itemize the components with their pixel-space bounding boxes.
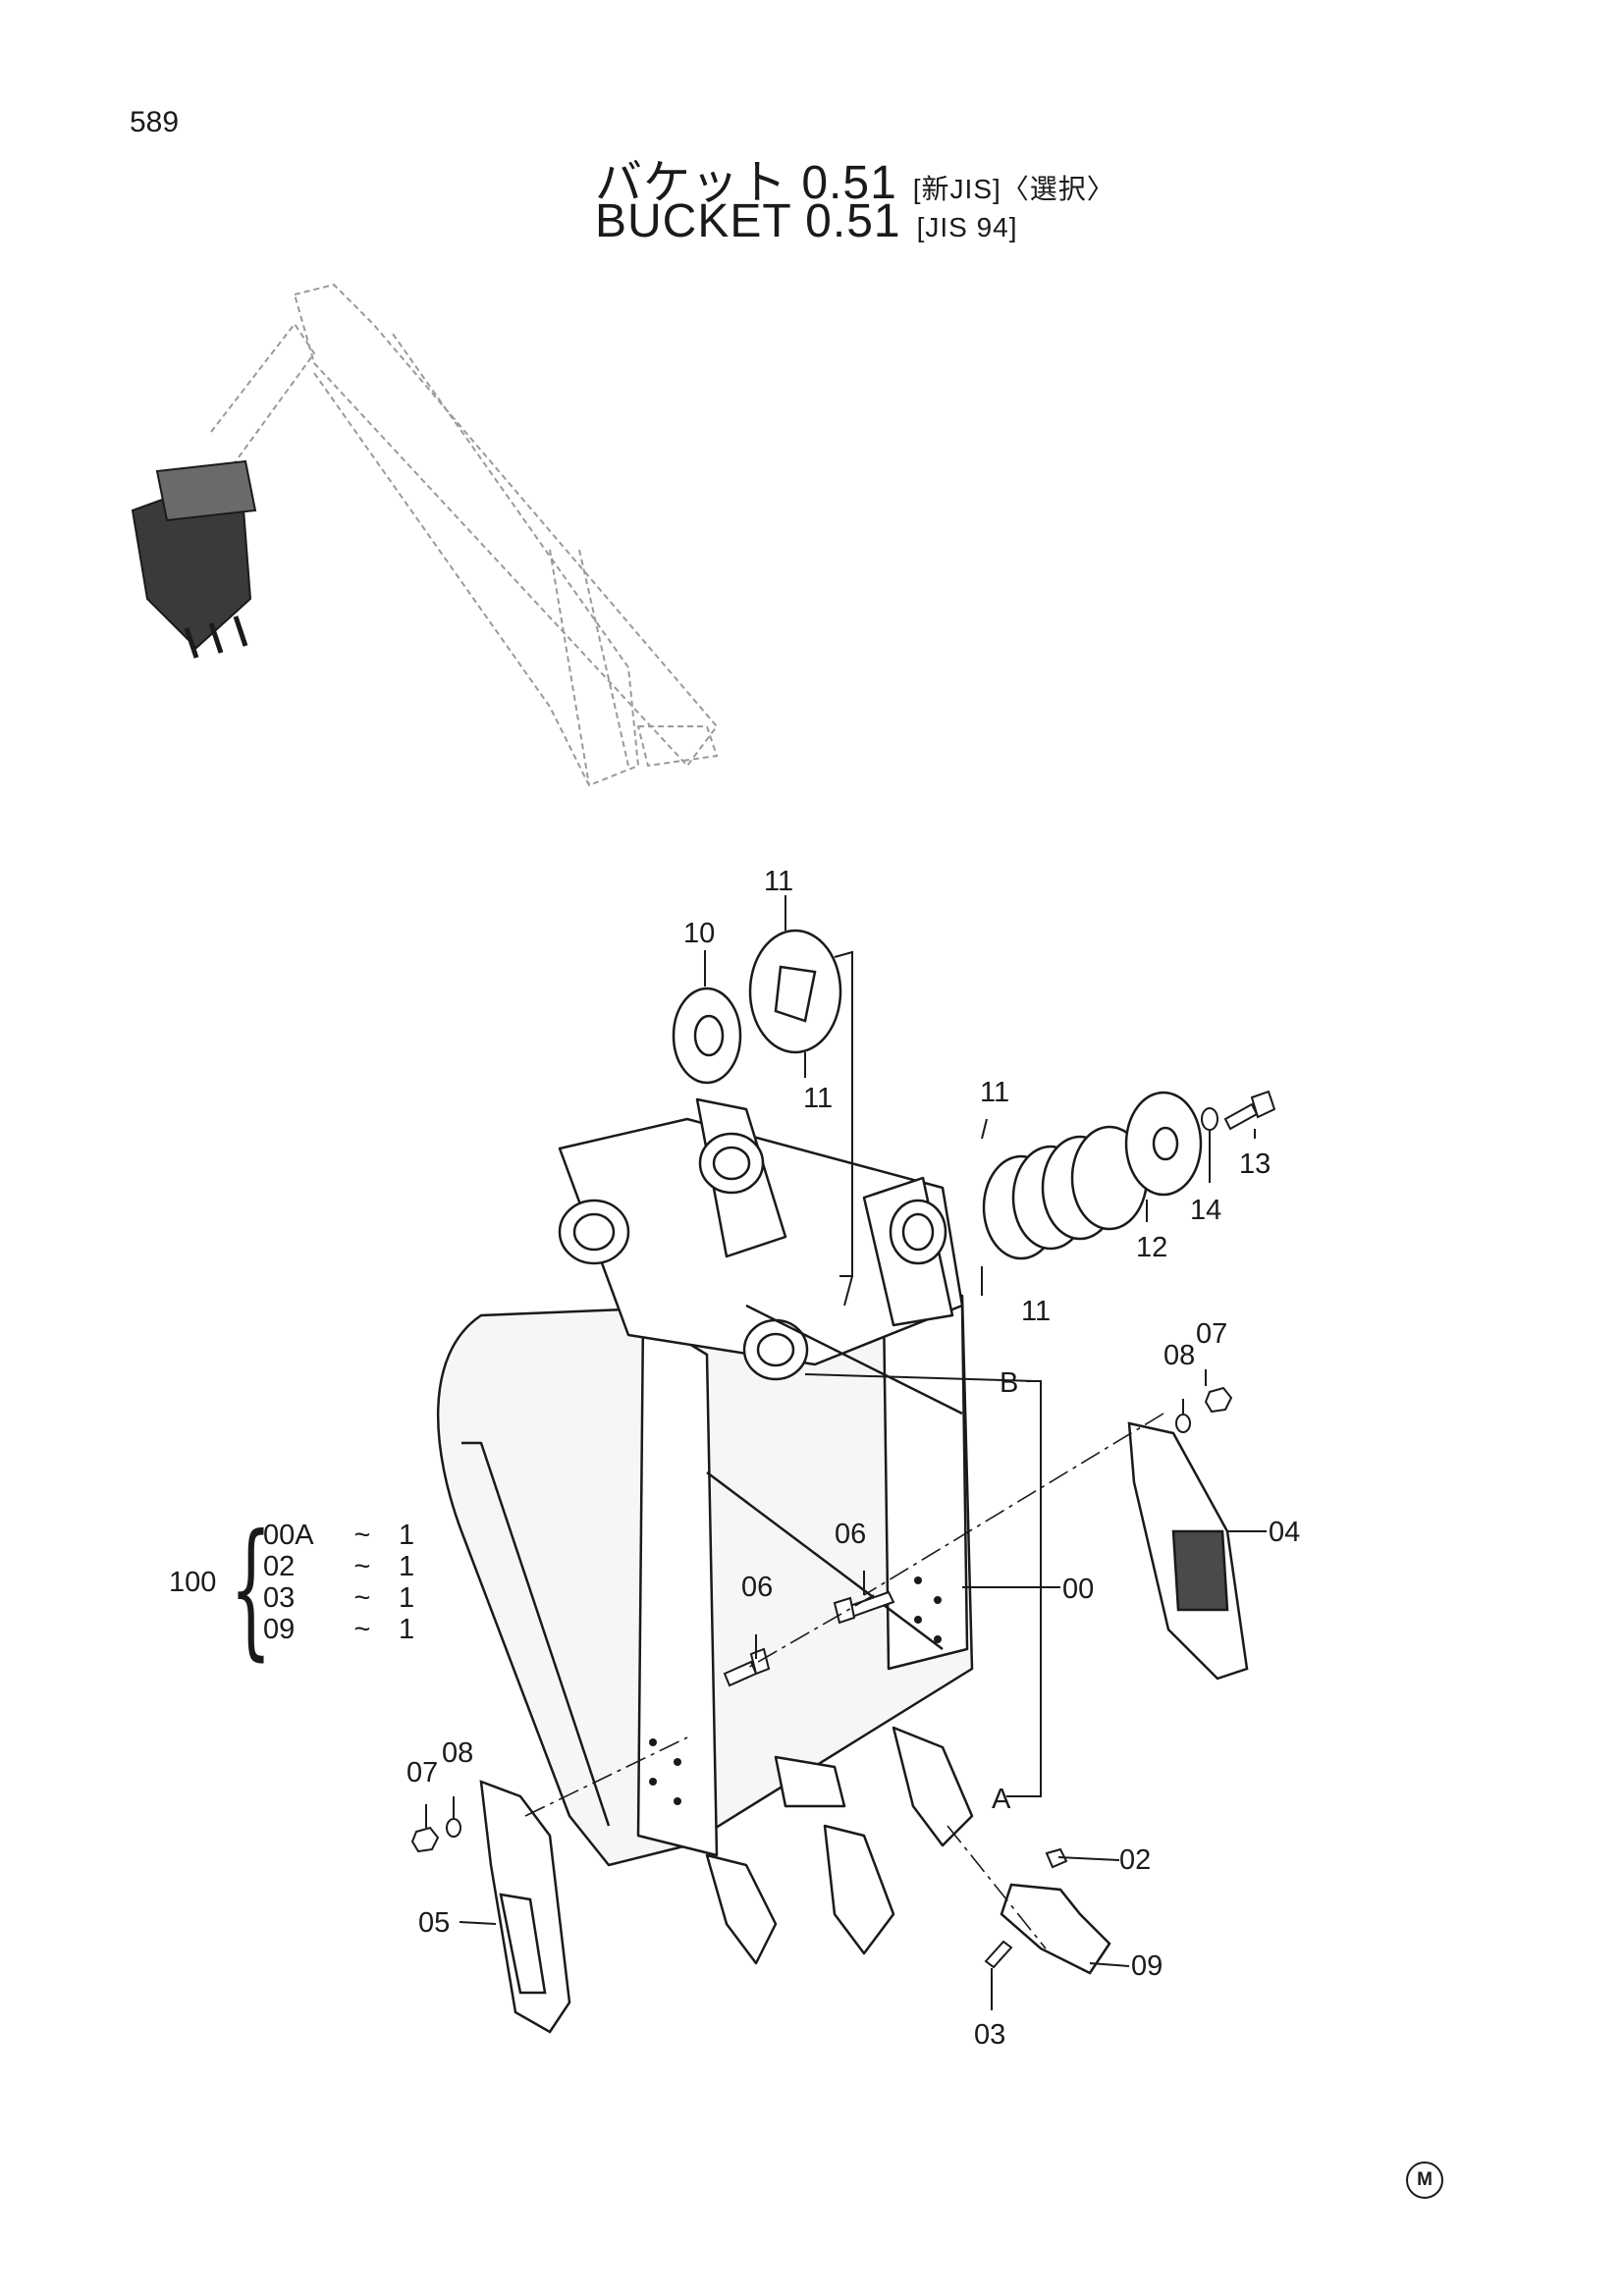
callout-05: 05 [418, 1907, 450, 1939]
washer-08-left [446, 1818, 461, 1838]
nut-07-right [1204, 1386, 1233, 1414]
callout-06-a: 06 [835, 1519, 866, 1550]
callout-08-left: 08 [442, 1737, 473, 1769]
excavator-overview [210, 283, 719, 787]
pin-03 [984, 1940, 1013, 1969]
callout-b: B [1000, 1367, 1018, 1399]
callout-10: 10 [683, 918, 715, 949]
callout-07-right: 07 [1196, 1318, 1227, 1350]
bucket-assembly [436, 1097, 974, 1965]
side-cutter-05 [479, 1780, 571, 2034]
washer-10 [672, 987, 742, 1085]
shims-11-right [982, 1125, 1149, 1260]
assembly-row: 00A~1 [263, 1520, 415, 1551]
callout-09: 09 [1131, 1950, 1163, 1982]
callout-08-right: 08 [1163, 1340, 1195, 1371]
callout-11-mid: 11 [803, 1083, 833, 1114]
tooth-09 [1000, 1883, 1111, 1975]
title-en-main: BUCKET 0.51 [595, 195, 901, 247]
callout-14: 14 [1190, 1195, 1221, 1226]
page-number: 589 [130, 106, 180, 138]
callout-11-right-top: 11 [980, 1077, 1009, 1108]
callout-03: 03 [974, 2019, 1005, 2051]
assembly-row: 09~1 [263, 1614, 415, 1645]
assembly-row: 03~1 [263, 1582, 415, 1614]
bolt-06-a [833, 1590, 895, 1625]
callout-labels: 10 11 11 11 11 12 14 13 07 08 04 06 06 0… [406, 866, 1300, 2051]
maker-mark-icon: M [1406, 2162, 1443, 2199]
title-japanese: バケット 0.51 [新JIS]〈選択〉 [595, 143, 1115, 212]
overview-bucket-icon [131, 459, 257, 659]
callout-12: 12 [1136, 1232, 1167, 1263]
washer-08-right [1175, 1414, 1191, 1433]
side-cutter-04 [1127, 1421, 1249, 1681]
nut-07-left [410, 1826, 440, 1853]
callout-a: A [992, 1784, 1011, 1815]
title-english: BUCKET 0.51 [JIS 94] [595, 194, 1018, 248]
center-lines [524, 1413, 1164, 1949]
callout-11-top: 11 [764, 866, 793, 897]
lock-02 [1045, 1847, 1068, 1869]
title-jp-spec: [新JIS]〈選択〉 [912, 174, 1115, 204]
callout-06-b: 06 [741, 1572, 773, 1603]
callout-00: 00 [1062, 1574, 1094, 1605]
title-en-spec: [JIS 94] [916, 212, 1018, 242]
bolt-13 [1223, 1090, 1276, 1131]
shims-11-top [748, 929, 842, 1054]
bucket-bolt-holes [649, 1576, 942, 1805]
callout-11-right-bottom: 11 [1021, 1296, 1051, 1327]
callout-02: 02 [1119, 1844, 1151, 1876]
assembly-total-code: 100 [169, 1567, 217, 1598]
callout-13: 13 [1239, 1148, 1271, 1180]
callout-07-left: 07 [406, 1757, 438, 1789]
callout-04: 04 [1269, 1517, 1300, 1548]
washer-14 [1201, 1107, 1218, 1131]
assembly-row: 02~1 [263, 1551, 415, 1582]
title-jp-main: バケット 0.51 [595, 157, 897, 209]
washer-12 [1124, 1091, 1203, 1197]
leader-lines [425, 895, 1267, 2010]
assembly-brace: { [230, 1504, 272, 1675]
